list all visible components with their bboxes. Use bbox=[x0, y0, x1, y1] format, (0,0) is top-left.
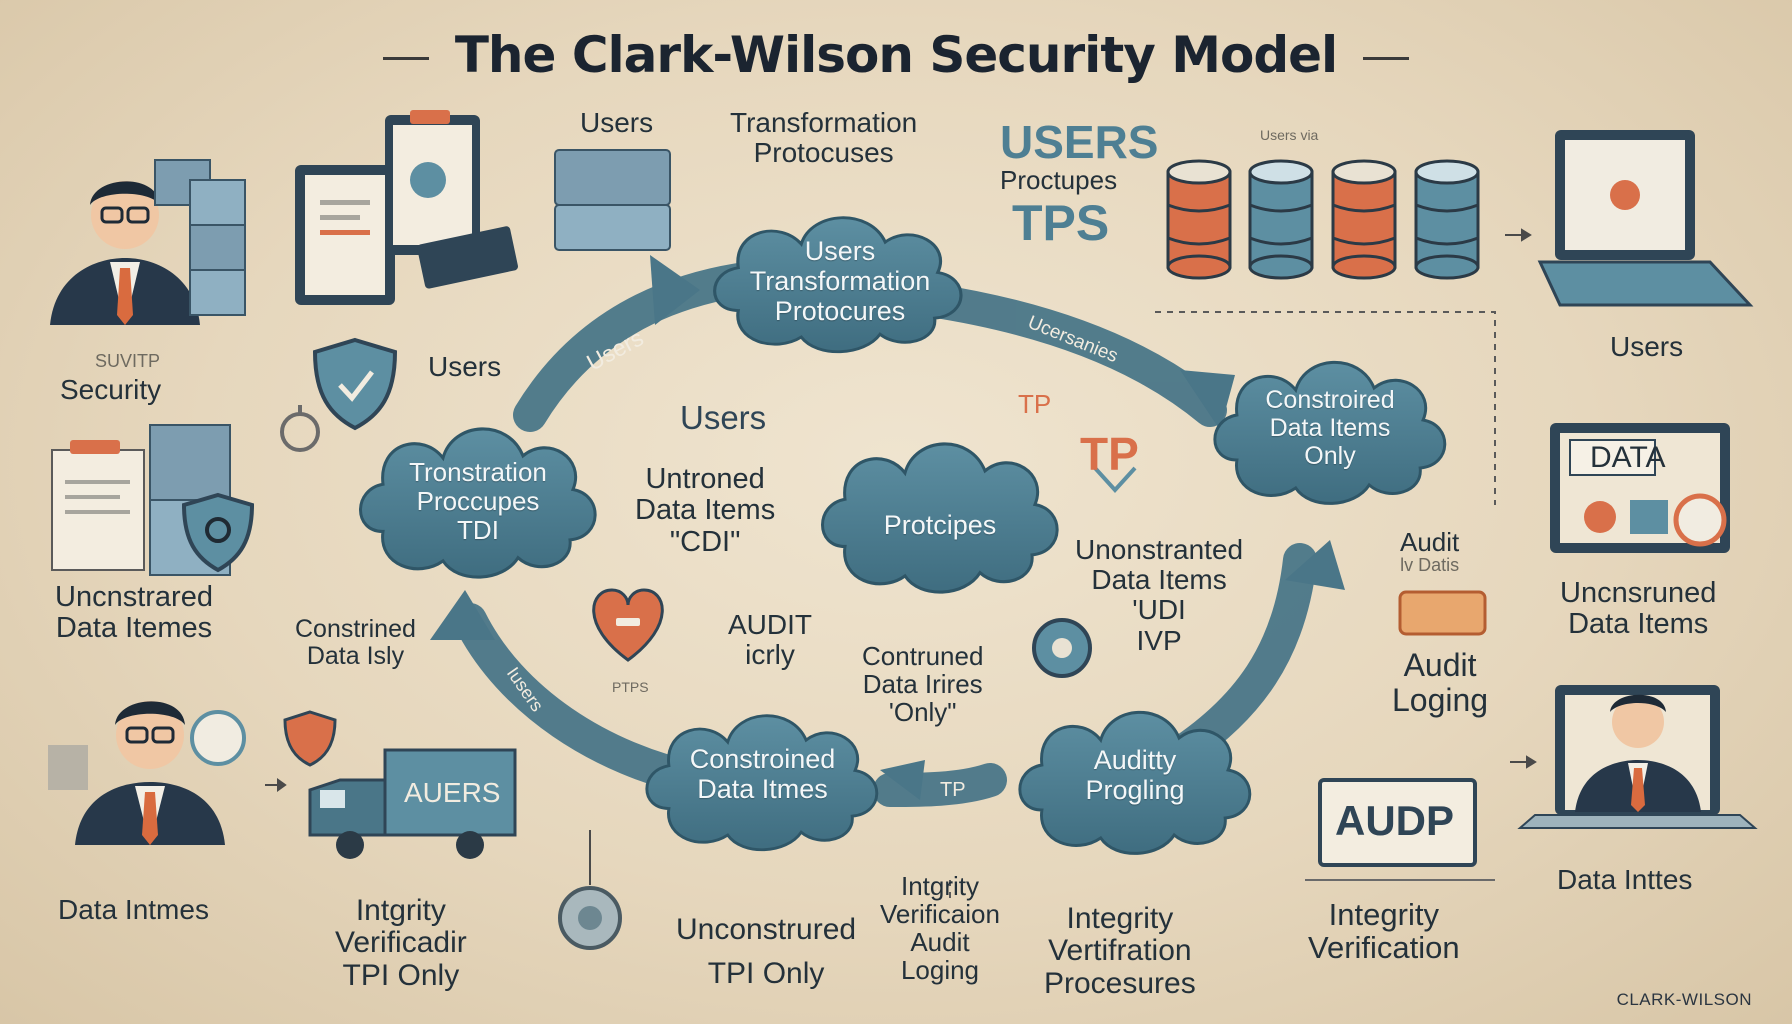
center-label-small-caption: PTPS bbox=[612, 679, 649, 695]
data-screen-icon bbox=[1550, 423, 1730, 553]
cloud-bottom-right-text: Auditty Progling bbox=[1085, 745, 1185, 806]
bottom-label-integrity-mid: Intgrity Verificaion Audit Loging bbox=[880, 871, 1000, 986]
right-label-audit-logging: Audit Loging bbox=[1392, 647, 1489, 718]
ring-label-tp-bottom: TP bbox=[940, 779, 966, 801]
gear-icon bbox=[1032, 618, 1092, 678]
title-rule-right bbox=[1363, 57, 1410, 60]
center-label-unonstranted: Unonstranted Data Items 'UDI IVP bbox=[1075, 534, 1244, 656]
center-label-tp-small: TP bbox=[1018, 389, 1052, 419]
laptop-icon-top-right bbox=[1537, 130, 1754, 307]
tp-badge-icon bbox=[1093, 466, 1137, 493]
label-security-faint: SUVITP bbox=[95, 351, 161, 371]
label-security: Security bbox=[60, 374, 162, 405]
label-small-note: Users via bbox=[1260, 127, 1319, 143]
title-text: The Clark-Wilson Security Model bbox=[454, 26, 1338, 84]
label-proctupes: Proctupes bbox=[1000, 165, 1118, 195]
label-transformation-top: Transformation Protocuses bbox=[730, 107, 918, 169]
bottom-label-integrity-left: Intgrity Verificadir TPI Only bbox=[335, 894, 467, 992]
right-label-uncnsruned: Uncnsruned Data Items bbox=[1560, 577, 1717, 641]
label-tps: TPS bbox=[1012, 195, 1110, 251]
label-constrined: Constrined Data Isly bbox=[295, 615, 416, 670]
right-label-audit-small: Audit lv Datis bbox=[1400, 527, 1460, 576]
label-uncnstrared: Uncnstrared Data Itemes bbox=[55, 581, 213, 645]
document-clipboard-icon bbox=[295, 110, 518, 305]
right-label-data-screen: DATA bbox=[1590, 441, 1666, 474]
center-label-tp-big: TP bbox=[1080, 428, 1139, 480]
signature-text: CLARK-WILSON bbox=[1616, 990, 1752, 1009]
person-icon-bottom-right bbox=[1517, 685, 1758, 829]
cloud-top-text: Users Transformation Protocures bbox=[749, 236, 931, 327]
heart-icon bbox=[592, 588, 664, 662]
truck-icon bbox=[308, 748, 517, 859]
bottom-label-data-inttes: Data Inttes bbox=[1557, 864, 1693, 895]
server-box-icon bbox=[554, 149, 671, 251]
shield-icon-left bbox=[312, 337, 398, 431]
label-users-big: USERS bbox=[1000, 116, 1159, 168]
key-icon-left bbox=[280, 405, 320, 452]
title-rule-left bbox=[382, 57, 429, 60]
person-icon-bottom-left bbox=[48, 701, 246, 845]
page-title: The Clark-Wilson Security Model bbox=[0, 26, 1792, 84]
label-users-left: Users bbox=[428, 351, 502, 382]
center-label-audit: AUDIT icrly bbox=[728, 609, 812, 671]
right-label-audp: AUDP bbox=[1335, 797, 1455, 844]
audp-monitor-icon bbox=[1305, 778, 1495, 881]
label-users-top: Users bbox=[580, 107, 654, 138]
center-label-untroned: Untroned Data Items "CDI" bbox=[635, 463, 776, 558]
small-arrow-icons bbox=[265, 228, 1537, 792]
bottom-label-integrity-vert: Integrity Vertifration Procesures bbox=[1044, 902, 1196, 1000]
lock-icon-bottom bbox=[558, 830, 622, 950]
person-icon-top-left bbox=[50, 181, 200, 325]
center-label-contruned: Contruned Data Irires 'Only" bbox=[862, 641, 984, 728]
shield-icon-small bbox=[283, 710, 337, 767]
center-label-users: Users bbox=[680, 399, 767, 436]
bottom-label-unconstrured: Unconstrured TPI Only bbox=[676, 913, 857, 990]
label-truck: AUERS bbox=[404, 777, 501, 808]
document-server-icon-left bbox=[51, 424, 255, 576]
cloud-bottom-left-text: Constroined Data Itmes bbox=[689, 744, 836, 805]
audit-box-icon bbox=[1398, 590, 1487, 636]
label-users-right: Users bbox=[1610, 331, 1684, 362]
label-data-intmes: Data Intmes bbox=[58, 894, 209, 925]
cloud-left-text: Tronstration Proccupes TDI bbox=[409, 457, 547, 546]
cloud-right-text: Constroired Data Items Only bbox=[1265, 386, 1395, 470]
cloud-center-text: Protcipes bbox=[883, 510, 997, 540]
bottom-label-integrity-verif: Integrity Verification bbox=[1308, 897, 1460, 966]
database-cylinders-icon bbox=[1166, 159, 1480, 280]
flow-arrowheads bbox=[430, 255, 1345, 800]
server-stack-icon bbox=[154, 159, 246, 316]
dashed-connectors bbox=[949, 311, 1496, 900]
